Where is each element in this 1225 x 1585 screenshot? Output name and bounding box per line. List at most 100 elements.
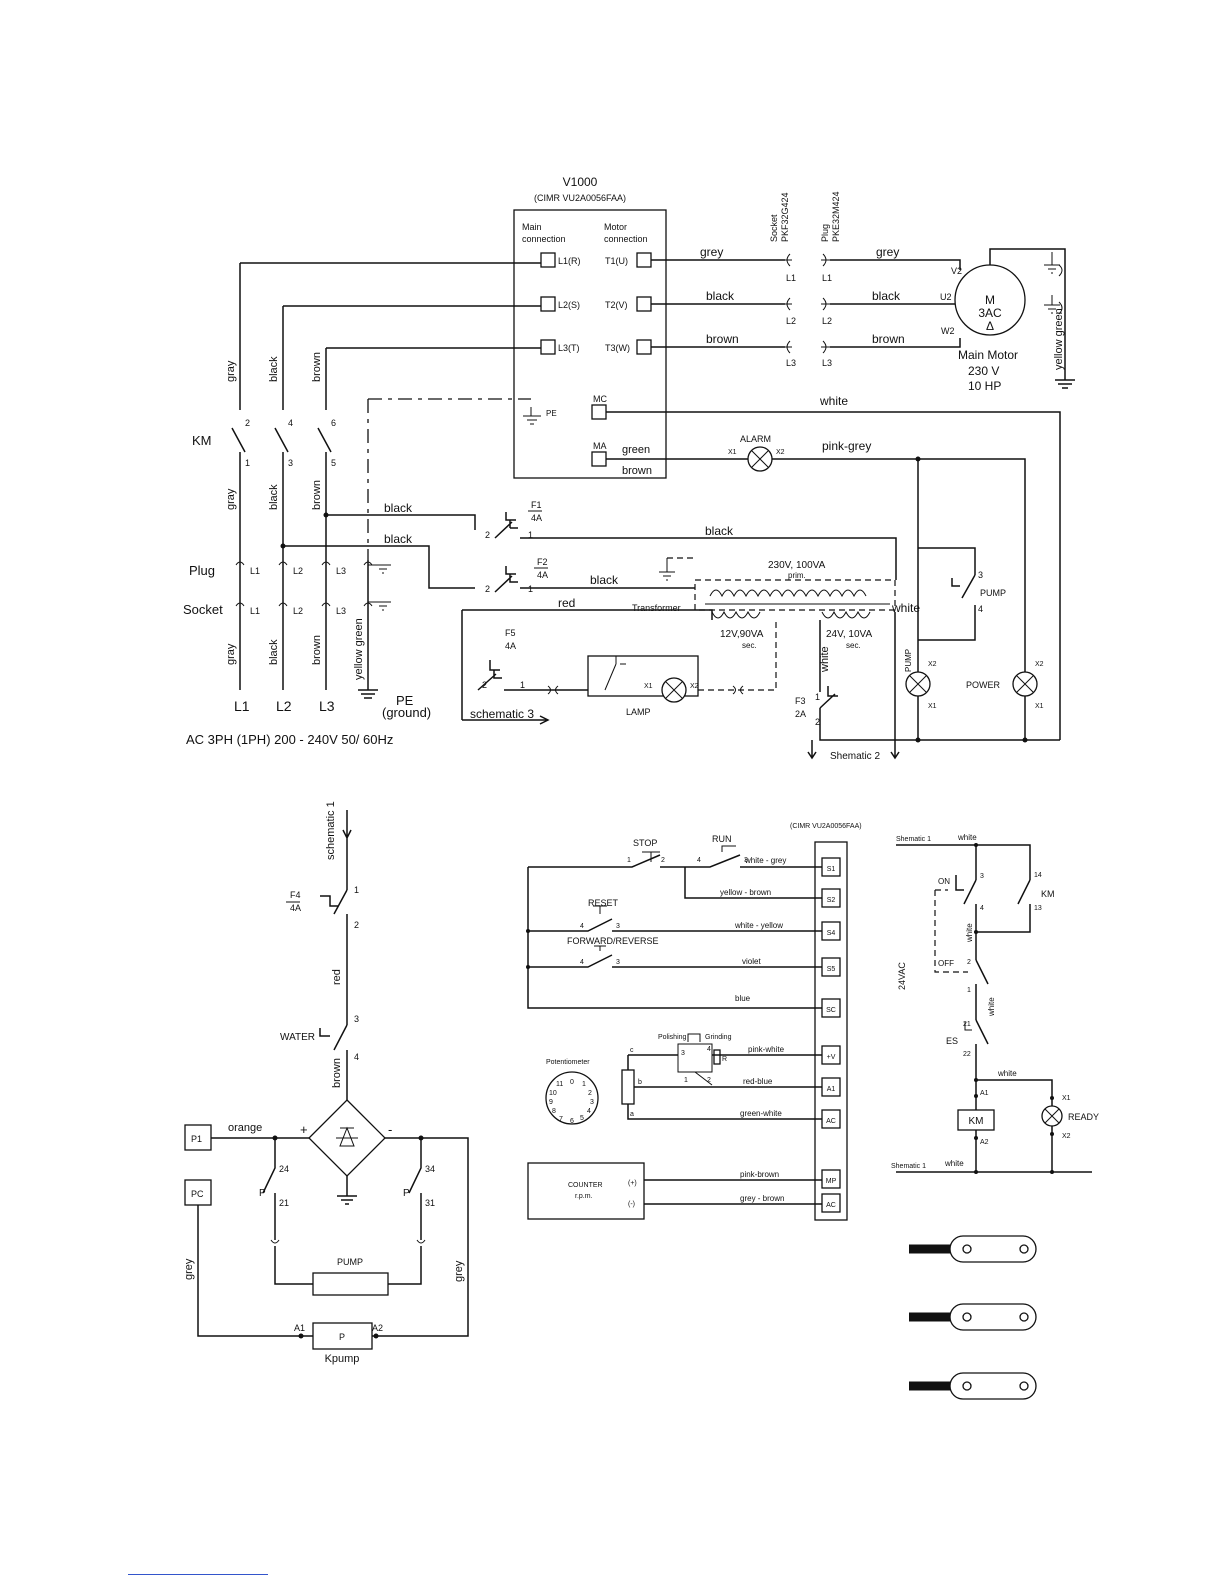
svg-text:3: 3 xyxy=(616,959,620,966)
svg-text:L1(R): L1(R) xyxy=(558,256,581,266)
svg-text:brown: brown xyxy=(872,332,905,346)
svg-text:4: 4 xyxy=(697,857,701,864)
terminal-ma xyxy=(591,451,607,467)
svg-text:sec.: sec. xyxy=(742,641,757,650)
svg-text:MP: MP xyxy=(826,1178,837,1185)
svg-text:3: 3 xyxy=(288,458,293,468)
svg-text:L3: L3 xyxy=(822,358,832,368)
svg-text:AC: AC xyxy=(826,1202,836,1209)
svg-text:sec.: sec. xyxy=(846,641,861,650)
svg-text:black: black xyxy=(705,524,734,538)
svg-text:Motor: Motor xyxy=(604,222,627,232)
svg-text:21: 21 xyxy=(963,1021,971,1028)
svg-text:S1: S1 xyxy=(827,866,836,873)
svg-text:grey: grey xyxy=(183,1258,195,1280)
svg-text:orange: orange xyxy=(228,1122,262,1134)
svg-text:c: c xyxy=(630,1047,634,1054)
svg-text:F3: F3 xyxy=(795,696,806,706)
svg-text:gray: gray xyxy=(225,360,237,382)
svg-text:prim.: prim. xyxy=(788,571,806,580)
pump-schematic: schematic 1 F4 4A 1 2 red WATER 3 4 brow… xyxy=(183,801,469,1365)
svg-text:gray: gray xyxy=(225,643,237,665)
svg-text:PC: PC xyxy=(191,1189,204,1199)
svg-text:3: 3 xyxy=(590,1099,594,1106)
cable-lug-3 xyxy=(909,1372,1037,1400)
svg-text:connection: connection xyxy=(522,234,566,244)
svg-text:black: black xyxy=(384,532,413,546)
svg-text:4A: 4A xyxy=(505,641,516,651)
svg-text:brown: brown xyxy=(622,465,652,477)
svg-text:L3(T): L3(T) xyxy=(558,343,580,353)
supply-plug-socket: Plug Socket L1 L2 L3 L1 L2 L3 xyxy=(183,561,391,617)
svg-text:L3: L3 xyxy=(786,358,796,368)
svg-text:X2: X2 xyxy=(776,449,785,456)
svg-text:schematic 3: schematic 3 xyxy=(470,707,534,721)
svg-text:R: R xyxy=(722,1056,727,1063)
rpm-counter: COUNTER r.p.m. (+) (-) xyxy=(527,1162,645,1220)
svg-text:L3: L3 xyxy=(336,566,346,576)
svg-text:L2: L2 xyxy=(786,316,796,326)
svg-text:READY: READY xyxy=(1068,1112,1099,1122)
pump-contact: 3 4 PUMP xyxy=(951,570,1006,614)
svg-text:a: a xyxy=(630,1111,634,1118)
terminal-l2 xyxy=(540,296,556,312)
svg-text:4A: 4A xyxy=(290,903,301,913)
svg-text:brown: brown xyxy=(311,480,323,510)
v1000-drive: V1000 (CIMR VU2A0056FAA) Main connection… xyxy=(513,175,667,479)
lamp-fixture: X1 X2 LAMP xyxy=(587,655,699,717)
polishing-grinding-switch: Polishing Grinding R 3 4 1 2 xyxy=(658,1033,732,1084)
svg-text:(-): (-) xyxy=(628,1201,635,1208)
svg-text:grey - brown: grey - brown xyxy=(740,1194,784,1203)
svg-text:P: P xyxy=(339,1332,345,1342)
svg-text:Transformer: Transformer xyxy=(632,603,681,613)
svg-text:W2: W2 xyxy=(941,326,955,336)
svg-text:white: white xyxy=(891,601,920,615)
svg-text:4: 4 xyxy=(288,418,293,428)
terminal-l1 xyxy=(540,252,556,268)
svg-text:black: black xyxy=(268,356,280,382)
svg-text:MC: MC xyxy=(593,394,607,404)
svg-text:white: white xyxy=(987,997,996,1017)
svg-text:STOP: STOP xyxy=(633,838,657,848)
svg-text:Main Motor: Main Motor xyxy=(958,348,1018,362)
svg-text:L3: L3 xyxy=(336,606,346,616)
svg-text:ALARM: ALARM xyxy=(740,434,771,444)
svg-text:RESET: RESET xyxy=(588,898,619,908)
fuse-f5: F5 4A 2 1 xyxy=(477,628,525,691)
svg-text:3AC: 3AC xyxy=(978,306,1002,320)
svg-text:black: black xyxy=(590,573,619,587)
svg-text:Shematic 1: Shematic 1 xyxy=(896,836,931,843)
svg-text:10: 10 xyxy=(549,1090,557,1097)
svg-text:8: 8 xyxy=(552,1108,556,1115)
svg-text:24: 24 xyxy=(279,1164,289,1174)
svg-text:L2(S): L2(S) xyxy=(558,300,580,310)
svg-text:9: 9 xyxy=(549,1099,553,1106)
fuse-f1: F1 4A 2 1 xyxy=(485,500,542,540)
svg-text:4A: 4A xyxy=(537,570,548,580)
svg-text:X1: X1 xyxy=(728,449,737,456)
svg-text:ON: ON xyxy=(938,877,950,886)
svg-text:4: 4 xyxy=(978,604,983,614)
svg-text:X2: X2 xyxy=(928,661,937,668)
fuse-f2: F2 4A 2 1 xyxy=(485,557,548,594)
svg-text:2: 2 xyxy=(245,418,250,428)
svg-text:1: 1 xyxy=(627,857,631,864)
footer-link-underline[interactable] xyxy=(128,1574,268,1575)
svg-text:white: white xyxy=(965,923,974,943)
svg-text:Δ: Δ xyxy=(986,319,994,333)
svg-text:brown: brown xyxy=(331,1058,343,1088)
svg-text:PKF32G424: PKF32G424 xyxy=(780,192,790,242)
svg-text:grey: grey xyxy=(453,1260,465,1282)
svg-text:2: 2 xyxy=(485,530,490,540)
cable-lugs xyxy=(909,1235,1037,1400)
svg-text:4: 4 xyxy=(980,905,984,912)
svg-text:white: white xyxy=(957,833,977,842)
terminal-mc xyxy=(591,404,607,420)
svg-text:black: black xyxy=(706,289,735,303)
svg-text:T3(W): T3(W) xyxy=(605,343,630,353)
svg-text:F2: F2 xyxy=(537,557,548,567)
svg-text:31: 31 xyxy=(425,1198,435,1208)
svg-text:22: 22 xyxy=(963,1051,971,1058)
svg-text:Socket: Socket xyxy=(183,602,223,617)
